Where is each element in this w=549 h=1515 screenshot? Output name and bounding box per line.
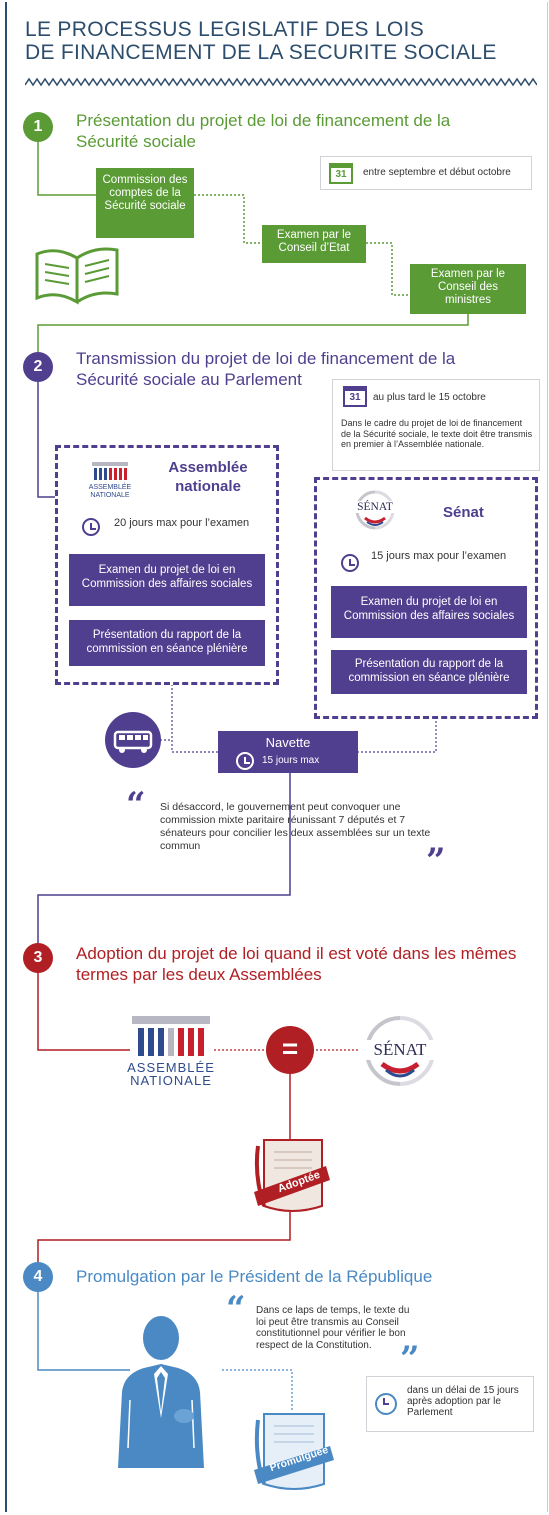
clock-icon (341, 554, 359, 572)
step-1-date-box: 31 entre septembre et début octobre (320, 156, 532, 190)
calendar-icon: 31 (329, 163, 353, 184)
step-1-date-text: entre septembre et début octobre (363, 167, 511, 178)
box-commission-comptes: Commission des comptes de la Sécurité so… (96, 168, 194, 238)
step-2-date-text: au plus tard le 15 octobre (373, 392, 486, 403)
senat-delay: 15 jours max pour l’examen (371, 550, 507, 562)
clock-icon (82, 518, 100, 536)
assemblee-nationale-name: Assemblée nationale (168, 459, 248, 495)
cmp-quote-text: Si désaccord, le gouvernement peut convo… (160, 801, 431, 852)
step-4-delay-box: dans un délai de 15 jours après adoption… (366, 1376, 534, 1432)
assemblee-nationale-delay: 20 jours max pour l’examen (114, 517, 250, 529)
book-icon (35, 247, 119, 305)
step-4-badge: 4 (23, 1262, 53, 1292)
title-zigzag-divider (25, 77, 537, 87)
quote-close-icon: ” (426, 841, 446, 881)
step-2-note: Dans le cadre du projet de loi de financ… (341, 418, 533, 449)
assemblee-nationale-large-logo-icon (132, 1016, 210, 1056)
page-title: LE PROCESSUS LEGISLATIF DES LOIS DE FINA… (25, 18, 497, 64)
step-2-badge: 2 (23, 352, 53, 382)
quote-close-icon: ” (400, 1339, 420, 1379)
senat-examen-commission: Examen du projet de loi en Commission de… (331, 586, 527, 638)
clock-icon (236, 752, 254, 770)
navette-box: Navette 15 jours max (218, 731, 358, 773)
senat-large-logo-text: SÉNAT (364, 1040, 436, 1060)
document-promulguee-icon (254, 1413, 334, 1490)
assemblee-presentation-rapport: Présentation du rapport de la commission… (69, 620, 265, 666)
calendar-icon: 31 (343, 386, 367, 407)
step-3-badge: 3 (23, 943, 53, 973)
navette-label: Navette (265, 735, 311, 750)
equals-badge: = (266, 1026, 314, 1074)
step-4-quote-text: Dans ce laps de temps, le texte du loi p… (256, 1305, 410, 1351)
quote-open-icon: “ (126, 785, 146, 825)
bus-icon (105, 712, 161, 768)
president-silhouette-icon (118, 1316, 204, 1468)
clock-icon (375, 1393, 397, 1415)
step-2-date-box: 31 au plus tard le 15 octobre Dans le ca… (332, 379, 540, 471)
step-1-title: Présentation du projet de loi de finance… (76, 111, 451, 151)
box-conseil-ministres: Examen par le Conseil des ministres (410, 264, 526, 314)
senat-presentation-rapport: Présentation du rapport de la commission… (331, 650, 527, 694)
quote-open-icon: “ (226, 1289, 246, 1329)
document-adoptee-icon (254, 1139, 330, 1212)
senat-logo-text: SÉNAT (351, 501, 399, 513)
step-1-badge: 1 (23, 112, 53, 142)
navette-delay: 15 jours max (262, 755, 320, 766)
box-conseil-etat: Examen par le Conseil d’Etat (262, 225, 366, 263)
page-frame (5, 2, 548, 1512)
step-4-delay-text: dans un délai de 15 jours après adoption… (407, 1385, 519, 1418)
assemblee-nationale-logo-icon (92, 462, 128, 480)
step-4-title: Promulgation par le Président de la Répu… (76, 1267, 433, 1286)
assemblee-examen-commission: Examen du projet de loi en Commission de… (69, 554, 265, 606)
senat-panel: SÉNAT Sénat 15 jours max pour l’examen E… (314, 477, 538, 719)
step-2-title: Transmission du projet de loi de finance… (76, 349, 456, 389)
senat-name: Sénat (443, 504, 484, 521)
step-3-title: Adoption du projet de loi quand il est v… (76, 944, 517, 984)
